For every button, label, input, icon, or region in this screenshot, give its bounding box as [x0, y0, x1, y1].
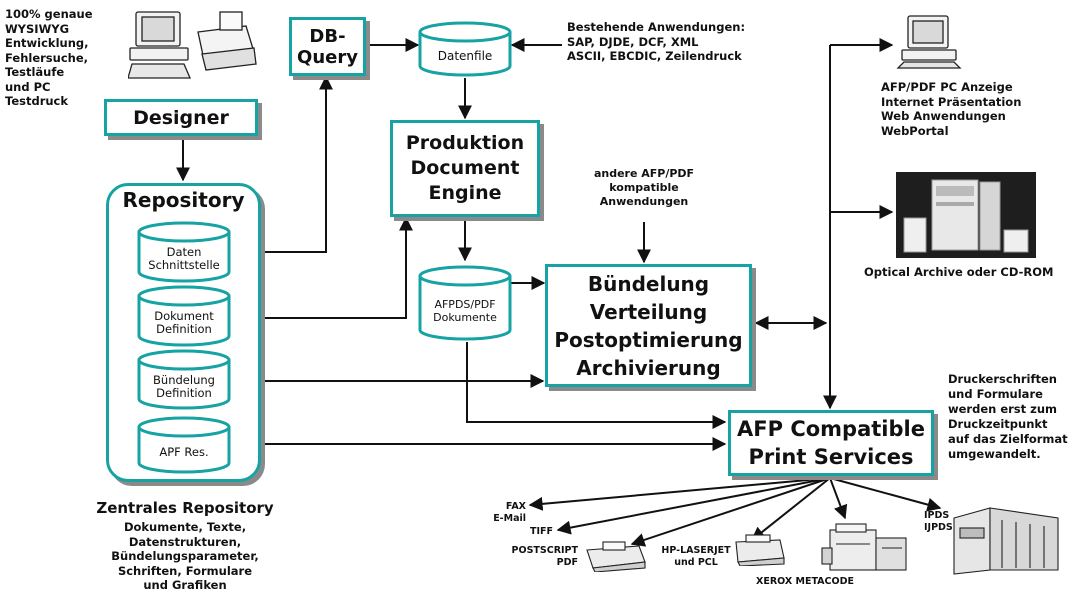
datenfile-label: Datenfile	[437, 49, 493, 63]
cylinder-apfres	[137, 416, 231, 474]
repository-caption-title: Zentrales Repository	[96, 499, 274, 517]
high-volume-printer-icon	[953, 507, 1059, 575]
output-xerox-label: XEROX METACODE	[756, 576, 854, 587]
existing-applications-note: Bestehende Anwendungen: SAP, DJDE, DCF, …	[567, 20, 746, 63]
printer-fonts-note: Druckerschriften und Formulare werden er…	[948, 372, 1068, 461]
production-engine-box: Produktion Document Engine	[390, 120, 540, 217]
arrow-out-ipds	[829, 477, 942, 512]
cylinder-datenfile	[418, 21, 512, 77]
output-postscript-label: POSTSCRIPT PDF	[511, 545, 578, 568]
cylinder-afpds	[418, 265, 512, 341]
cylinder-dokument	[137, 285, 231, 347]
laser-printer-icon	[735, 534, 785, 566]
afpds-label: AFPDS/PDF Dokumente	[433, 298, 497, 324]
repository-caption-body: Dokumente, Texte, Datenstrukturen, Bünde…	[111, 520, 259, 592]
cylinder-buendelung	[137, 349, 231, 410]
optical-archive-label: Optical Archive oder CD-ROM	[864, 265, 1054, 279]
output-tiff-label: TIFF	[530, 526, 553, 537]
arrow-out-xerox	[829, 477, 848, 520]
output-fax-email-label: FAX E-Mail	[493, 501, 526, 524]
optical-archive-system-icon	[896, 172, 1036, 258]
desktop-computer-icon	[896, 15, 962, 69]
production-printer-icon	[821, 523, 907, 571]
output-hp-laserjet-label: HP-LASERJET und PCL	[661, 545, 731, 568]
wysiwyg-note: 100% genaue WYSIWYG Entwicklung, Fehlers…	[5, 7, 93, 108]
arrow-daten-to-dbquery	[230, 75, 333, 253]
output-ipds-label: IPDS IJPDS	[924, 510, 953, 533]
arrow-out-tiff	[556, 477, 831, 535]
arrow-out-postscript	[630, 477, 831, 547]
cylinder-label-dokument: Dokument Definition	[154, 309, 214, 337]
dbquery-box: DB- Query	[289, 17, 366, 76]
repository-title: Repository	[122, 188, 245, 212]
bundling-distribution-box: Bündelung Verteilung Postoptimierung Arc…	[545, 264, 752, 387]
arrow-out-hp	[750, 477, 831, 541]
arrow-out-fax	[528, 477, 831, 511]
cylinder-label-daten: Daten Schnittstelle	[148, 245, 220, 273]
afp-print-services-box: AFP Compatible Print Services	[728, 410, 934, 476]
cylinder-label-buendelung: Bündelung Definition	[153, 373, 215, 401]
designer-box: Designer	[104, 99, 258, 136]
printer-icon	[586, 541, 646, 572]
cylinder-label-apfres: APF Res.	[159, 445, 209, 459]
arrow-afpds-to-afpservices	[466, 342, 727, 429]
desktop-computer-with-printer-icon	[128, 11, 257, 79]
pc-display-note: AFP/PDF PC Anzeige Internet Präsentation…	[881, 80, 1022, 138]
cylinder-daten	[137, 221, 231, 283]
other-applications-note: andere AFP/PDF kompatible Anwendungen	[593, 167, 695, 208]
arrow-dokument-to-production	[230, 216, 413, 319]
